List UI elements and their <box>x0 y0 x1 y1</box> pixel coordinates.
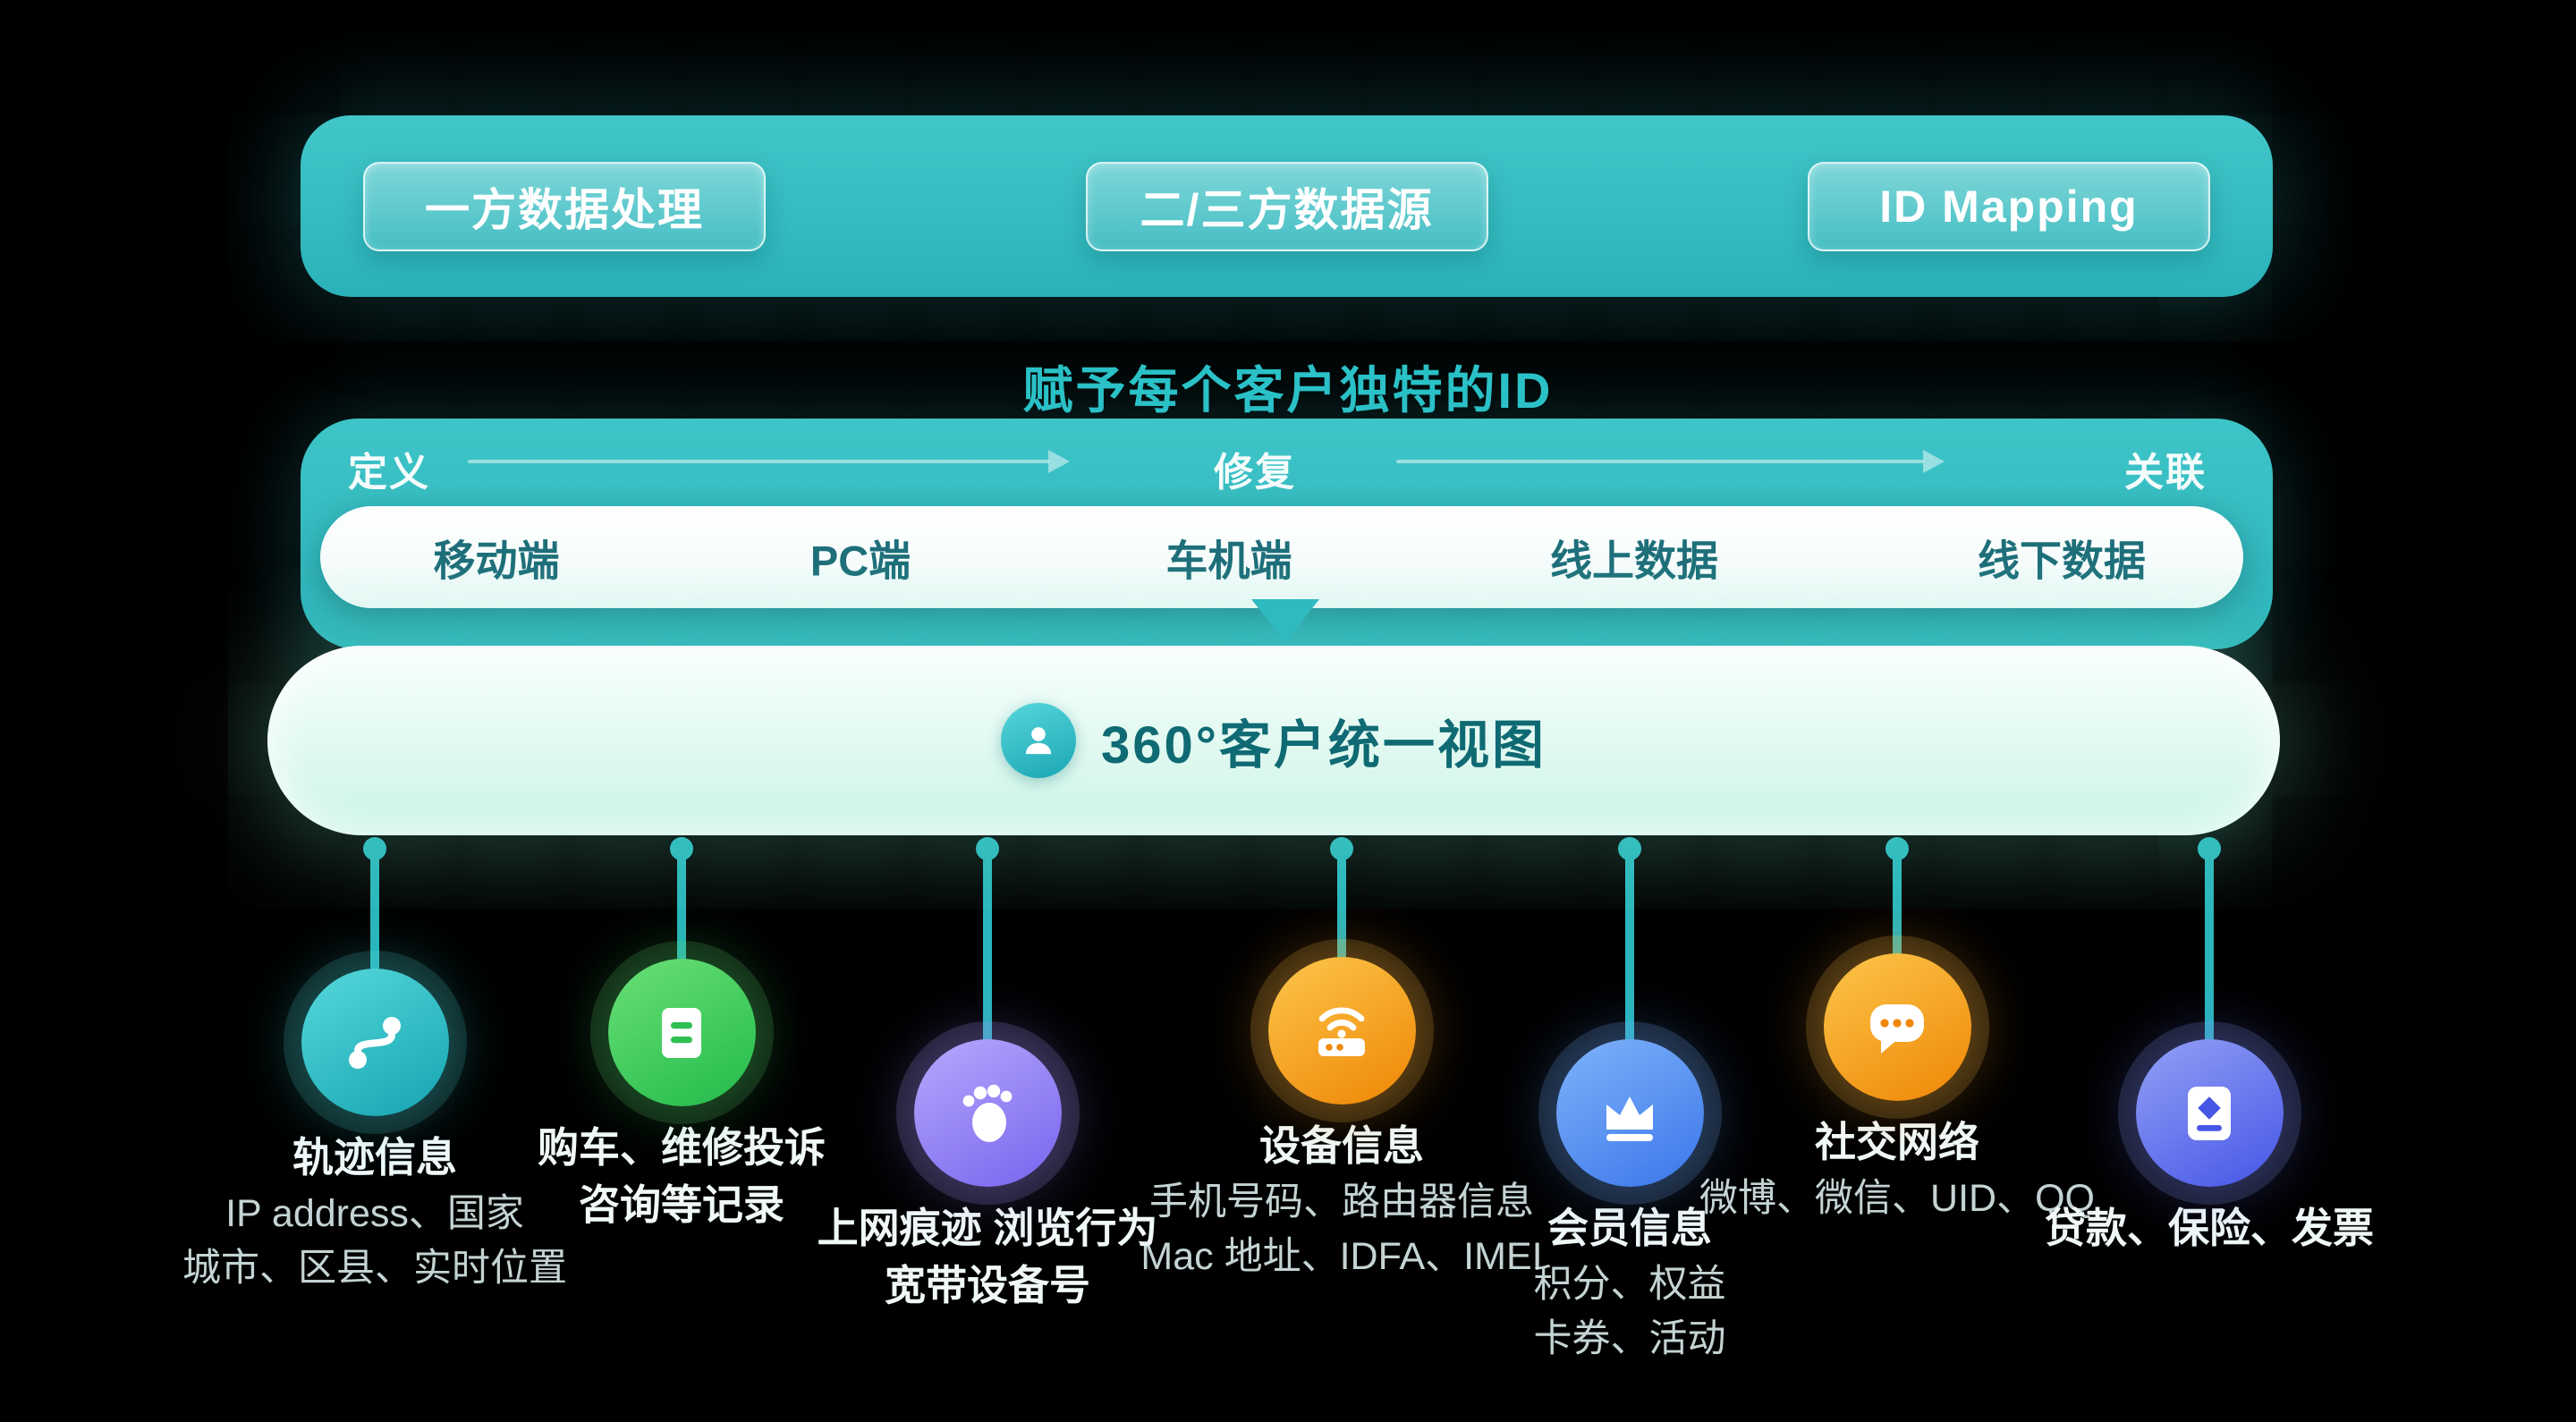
connector-line <box>1625 846 1634 1057</box>
source-title: 社交网络 <box>1815 1119 1979 1165</box>
source-membership: 会员信息 积分、权益 卡券、活动 <box>1352 846 1907 1360</box>
source-icon-bubble <box>1267 957 1416 1105</box>
pill-id-mapping: ID Mapping <box>1808 161 2210 251</box>
connector-line <box>370 846 379 986</box>
source-icon-bubble <box>1555 1039 1704 1187</box>
connector-line <box>1893 846 1902 971</box>
channel-bar: 移动端 PC端 车机端 线上数据 线下数据 <box>320 506 2243 608</box>
source-icon-bubble <box>2135 1039 2284 1187</box>
source-title: 购车、维修投诉 <box>538 1124 826 1171</box>
source-desc: 手机号码、路由器信息 <box>1149 1180 1534 1223</box>
invoice-icon <box>2188 1086 2231 1140</box>
source-title: 宽带设备号 <box>885 1261 1090 1308</box>
source-trajectory: 轨迹信息 IP address、国家 城市、区县、实时位置 <box>97 846 652 1290</box>
channel-pc: PC端 <box>809 537 911 585</box>
document-icon <box>662 1007 701 1058</box>
connector-line <box>1337 846 1346 975</box>
source-desc: 积分、权益 <box>1533 1262 1726 1306</box>
connector-line <box>677 846 686 977</box>
person-icon <box>1001 703 1077 778</box>
crown-icon <box>1606 1096 1653 1141</box>
connector-line <box>2205 846 2214 1057</box>
source-title: 轨迹信息 <box>292 1134 457 1181</box>
source-title: 贷款、保险、发票 <box>2045 1205 2374 1251</box>
source-icon-bubble <box>1823 953 1971 1101</box>
stage-repair: 修复 <box>1214 451 1296 495</box>
source-icon-bubble <box>913 1039 1062 1187</box>
pill-first-party-data: 一方数据处理 <box>363 161 766 251</box>
source-desc: 城市、区县、实时位置 <box>182 1246 567 1290</box>
source-title: 上网痕迹 浏览行为 <box>817 1205 1158 1251</box>
connector-line <box>983 846 992 1057</box>
source-title: 咨询等记录 <box>579 1181 784 1228</box>
stage-define: 定义 <box>348 451 430 495</box>
pill-second-third-party-data: 二/三方数据源 <box>1085 161 1488 251</box>
source-icon-bubble <box>301 969 449 1116</box>
channel-online-data: 线上数据 <box>1550 537 1718 585</box>
chat-icon <box>1870 1003 1924 1054</box>
stage-arrow-icon <box>468 460 1049 463</box>
footprint-icon <box>962 1084 1013 1142</box>
unique-id-caption: 赋予每个客户独特的ID <box>1022 362 1554 419</box>
unified-view-bar: 360°客户统一视图 <box>267 646 2280 835</box>
source-purchase-records: 购车、维修投诉 咨询等记录 <box>404 846 959 1231</box>
source-finance: 贷款、保险、发票 <box>1932 846 2487 1255</box>
source-desc: 微博、微信、UID、QQ <box>1699 1176 2095 1220</box>
route-icon <box>349 1016 401 1069</box>
channel-mobile: 移动端 <box>433 537 560 585</box>
source-desc: Mac 地址、IDFA、IMEI <box>1140 1234 1543 1278</box>
source-browsing: 上网痕迹 浏览行为 宽带设备号 <box>710 846 1265 1311</box>
down-arrow-icon <box>1251 599 1319 642</box>
source-icon-bubble <box>607 959 756 1106</box>
source-title: 会员信息 <box>1547 1205 1712 1251</box>
channel-car: 车机端 <box>1165 537 1292 585</box>
data-layer-bar: 一方数据处理 二/三方数据源 ID Mapping <box>301 115 2273 297</box>
source-device-info: 设备信息 手机号码、路由器信息 Mac 地址、IDFA、IMEI <box>1064 846 1619 1278</box>
router-icon <box>1318 1007 1365 1056</box>
source-desc: 卡券、活动 <box>1533 1316 1726 1360</box>
source-title: 设备信息 <box>1259 1122 1424 1169</box>
stage-arrow-icon <box>1396 460 1924 463</box>
stage-associate: 关联 <box>2124 451 2207 495</box>
source-desc: IP address、国家 <box>225 1191 524 1235</box>
unified-view-label: 360°客户统一视图 <box>1101 716 1546 774</box>
channel-offline-data: 线下数据 <box>1978 537 2146 585</box>
source-social: 社交网络 微博、微信、UID、QQ <box>1620 846 2174 1220</box>
